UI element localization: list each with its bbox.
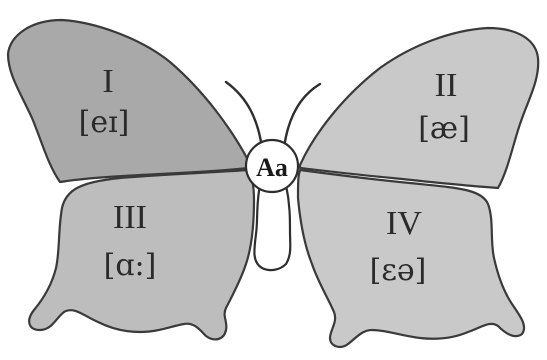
butterfly-body: [253, 183, 292, 272]
right-antenna: [282, 82, 322, 150]
wing-lower-left: [28, 168, 256, 341]
head-label: Aa: [256, 153, 288, 182]
wing-upper-right: [298, 26, 540, 190]
left-antenna: [224, 80, 264, 150]
wing-upper-left: [6, 18, 250, 184]
wing-upper-left-sound: [eɪ]: [79, 105, 130, 140]
wing-lower-left-numeral: III: [113, 199, 147, 236]
wing-upper-left-numeral: I: [102, 63, 113, 100]
wing-lower-right-sound: [ɛə]: [370, 253, 427, 288]
wing-lower-right: [296, 168, 526, 348]
butterfly-head: [244, 138, 300, 194]
wing-upper-right-sound: [æ]: [418, 111, 470, 146]
wing-lower-left-sound: [ɑ:]: [104, 248, 157, 283]
wing-lower-right-numeral: IV: [386, 205, 422, 242]
wing-upper-right-numeral: II: [435, 67, 458, 104]
